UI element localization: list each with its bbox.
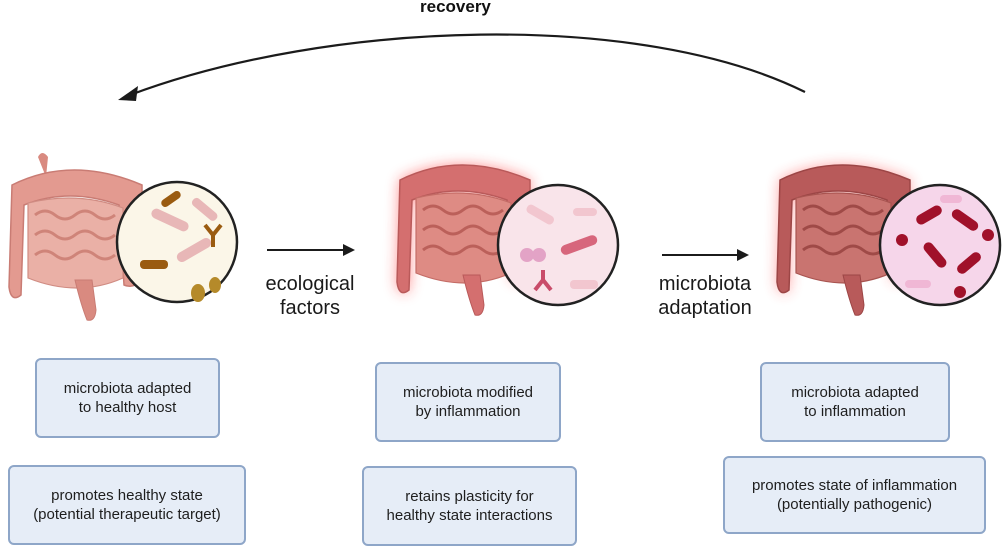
transition-arrow-1 bbox=[267, 244, 355, 256]
healthy-gut-illustration bbox=[8, 153, 239, 321]
recovery-label: recovery bbox=[420, 0, 491, 16]
inflamed-gut-illustration bbox=[396, 164, 620, 316]
severe-inflamed-gut-illustration bbox=[776, 164, 1002, 316]
recovery-arrow bbox=[118, 33, 806, 101]
stage-1-effect-box: promotes healthy state(potential therape… bbox=[8, 465, 246, 545]
stage-3-effect-box: promotes state of inflammation(potential… bbox=[723, 456, 986, 534]
transition-arrow-2 bbox=[662, 249, 749, 261]
